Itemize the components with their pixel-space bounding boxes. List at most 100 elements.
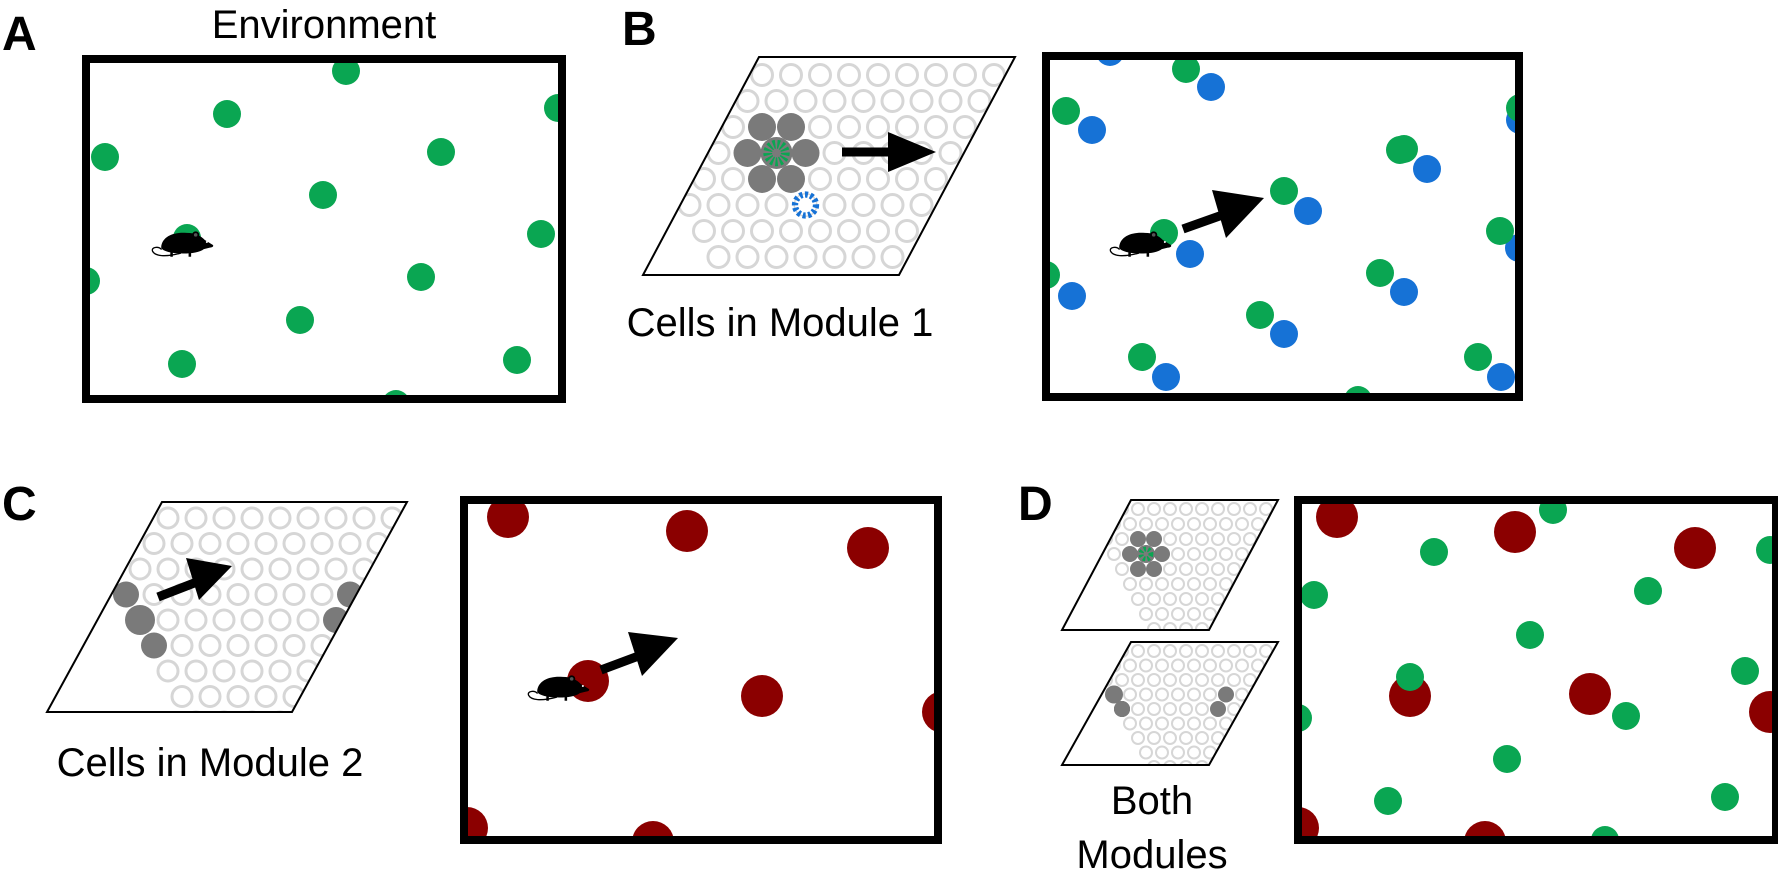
- grid-cell: [851, 89, 876, 113]
- grid-cell: [1275, 622, 1278, 630]
- grid-cell: [822, 245, 847, 269]
- grid-cell: [1243, 622, 1257, 630]
- grid-cell: [866, 167, 890, 191]
- grid-cell: [808, 167, 832, 191]
- grid-cell: [1163, 562, 1177, 576]
- grid-cell: [212, 659, 236, 683]
- grid-cell: [1316, 689, 1328, 701]
- grid-cell: [338, 685, 362, 708]
- grid-cell: [1396, 608, 1408, 620]
- grid-cell: [268, 659, 292, 683]
- cell-lattice-module-1-small: [1083, 502, 1408, 635]
- grid-cell: [1155, 577, 1169, 591]
- grid-cell: [1085, 195, 1106, 216]
- grid-cell: [677, 89, 702, 113]
- grid-cell: [938, 89, 963, 113]
- grid-cell: [156, 659, 180, 683]
- place-field-dot: [1711, 783, 1739, 811]
- grid-cell: [1267, 577, 1278, 591]
- grid-cell: [1123, 658, 1137, 673]
- grid-cell: [895, 219, 919, 243]
- grid-cell: [953, 167, 977, 191]
- grid-cell: [1235, 547, 1249, 561]
- grid-cell: [1219, 517, 1233, 531]
- grid-cell: [1123, 577, 1137, 591]
- grid-cell: [1115, 673, 1129, 687]
- grid-cell: [1356, 563, 1368, 575]
- grid-cell: [1340, 593, 1352, 605]
- grid-cell: [764, 89, 789, 113]
- grid-cell: [1251, 547, 1265, 561]
- grid-cell: [226, 634, 250, 657]
- place-field-dot: [632, 821, 674, 840]
- grid-cell: [494, 661, 514, 681]
- environment-frame-d: [1294, 496, 1778, 844]
- grid-cell: [1308, 732, 1320, 744]
- grid-cell: [240, 506, 264, 530]
- grid-cell: [866, 115, 890, 139]
- grid-cell: [1163, 532, 1177, 546]
- grid-cell: [1348, 608, 1360, 620]
- target-cell-marker: [791, 191, 820, 219]
- grid-cell: [1129, 169, 1150, 190]
- grid-cell: [1235, 517, 1249, 531]
- grid-cell: [508, 636, 528, 656]
- grid-cell: [1219, 658, 1233, 673]
- grid-cell: [550, 559, 570, 579]
- active-grid-cell: [113, 581, 139, 608]
- grid-cell: [1267, 687, 1278, 702]
- grid-cell: [1163, 644, 1177, 658]
- grid-cell: [895, 167, 919, 191]
- grid-cell: [822, 141, 847, 165]
- grid-cell: [1203, 716, 1217, 731]
- grid-cell: [750, 63, 774, 87]
- grid-cell: [1356, 732, 1368, 744]
- grid-cell: [648, 141, 673, 165]
- grid-cell: [1348, 718, 1360, 730]
- grid-cell: [212, 506, 236, 530]
- grid-cell: [1267, 547, 1278, 561]
- grid-cell: [620, 687, 640, 707]
- grid-cell: [1163, 702, 1177, 716]
- grid-cell: [522, 712, 542, 732]
- grid-cell: [1332, 689, 1344, 701]
- active-grid-cell: [777, 165, 805, 193]
- grid-cell: [909, 193, 934, 217]
- grid-cell: [212, 608, 236, 632]
- grid-cell: [1163, 502, 1177, 516]
- grid-cell: [268, 710, 292, 712]
- grid-cell: [1187, 716, 1201, 731]
- grid-cell: [380, 608, 404, 632]
- grid-cell: [1115, 562, 1129, 576]
- grid-cell: [677, 141, 702, 165]
- place-field-dot: [1316, 500, 1358, 538]
- grid-cell: [170, 685, 194, 708]
- grid-cell: [1243, 592, 1257, 606]
- grid-cell: [938, 141, 963, 165]
- current-cell-marker: [763, 139, 790, 167]
- active-grid-cell: [1146, 561, 1162, 577]
- grid-cell: [1251, 745, 1265, 760]
- grid-cell: [996, 193, 1015, 217]
- active-grid-cell: [1114, 701, 1130, 717]
- grid-cell: [1227, 644, 1241, 658]
- grid-cell: [1316, 718, 1328, 730]
- grid-cell: [268, 608, 292, 632]
- grid-cell: [982, 167, 1006, 191]
- active-grid-cell: [733, 139, 762, 167]
- grid-cell: [1251, 577, 1265, 591]
- grid-cell: [380, 710, 404, 712]
- grid-cell: [198, 532, 222, 555]
- grid-cell: [1324, 674, 1336, 686]
- grid-cell: [1356, 623, 1368, 635]
- place-field-dots: [1298, 500, 1776, 840]
- grid-cell: [643, 89, 644, 113]
- place-field-dot: [1078, 116, 1106, 144]
- grid-cell: [779, 63, 803, 87]
- grid-cell: [663, 167, 687, 191]
- grid-cell: [184, 608, 208, 632]
- grid-cell: [1179, 731, 1193, 745]
- place-field-dot: [1386, 136, 1414, 164]
- grid-cell: [1139, 607, 1153, 621]
